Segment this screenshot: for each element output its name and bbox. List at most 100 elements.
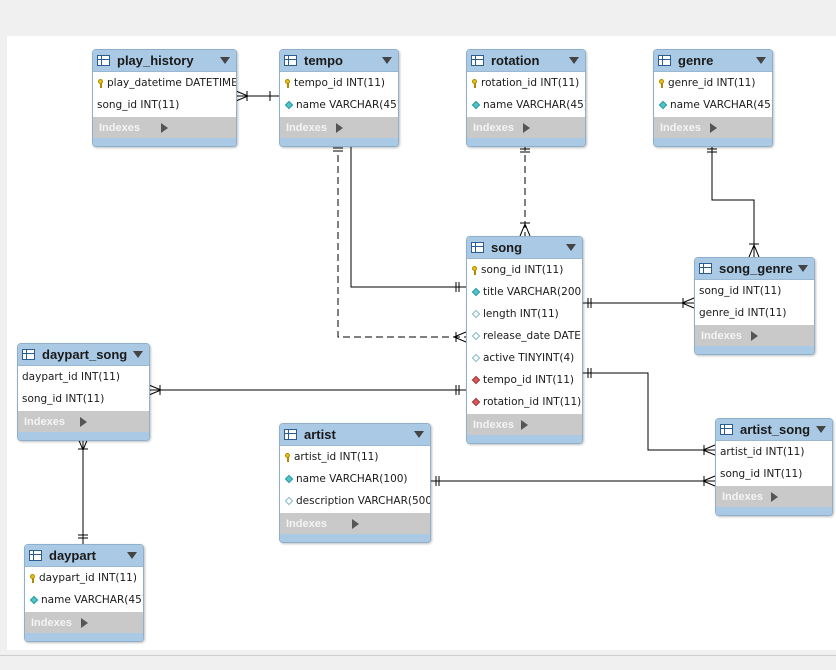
primary-key-icon bbox=[285, 453, 290, 462]
column-row[interactable]: daypart_id INT(11) bbox=[18, 366, 149, 388]
column-row[interactable]: name VARCHAR(45) bbox=[654, 94, 772, 116]
entity-title: genre bbox=[678, 53, 714, 68]
column-row[interactable]: name VARCHAR(45) bbox=[467, 94, 585, 116]
not-null-column-icon bbox=[29, 595, 39, 605]
expand-arrow-icon[interactable] bbox=[80, 617, 138, 628]
expand-arrow-icon[interactable] bbox=[351, 518, 425, 529]
entity-header[interactable]: artist_song bbox=[716, 419, 832, 441]
column-row[interactable]: length INT(11) bbox=[467, 303, 582, 325]
indexes-label: Indexes bbox=[660, 121, 701, 134]
nullable-column-icon bbox=[471, 309, 481, 319]
expand-arrow-icon[interactable] bbox=[751, 330, 808, 341]
column-row[interactable]: genre_id INT(11) bbox=[654, 72, 772, 94]
indexes-section[interactable]: Indexes bbox=[467, 116, 585, 138]
entity-tempo[interactable]: tempo tempo_id INT(11) name VARCHAR(45) Ind… bbox=[279, 49, 399, 147]
column-row[interactable]: song_id INT(11) bbox=[93, 94, 236, 116]
entity-title: artist bbox=[304, 427, 336, 442]
column-row[interactable]: tempo_id INT(11) bbox=[467, 369, 582, 391]
indexes-section[interactable]: Indexes bbox=[695, 324, 814, 346]
entity-header[interactable]: artist bbox=[280, 424, 430, 446]
expand-arrow-icon[interactable] bbox=[521, 419, 576, 430]
collapse-caret-icon[interactable] bbox=[127, 552, 137, 559]
column-row[interactable]: release_date DATE bbox=[467, 325, 582, 347]
entity-header[interactable]: genre bbox=[654, 50, 772, 72]
entity-header[interactable]: tempo bbox=[280, 50, 398, 72]
entity-artist[interactable]: artist artist_id INT(11) name VARCHAR(100)… bbox=[279, 423, 431, 543]
entity-footer bbox=[716, 507, 832, 515]
primary-key-icon bbox=[98, 79, 103, 88]
column-row[interactable]: daypart_id INT(11) bbox=[25, 567, 143, 589]
column-row[interactable]: song_id INT(11) bbox=[695, 280, 814, 302]
indexes-label: Indexes bbox=[31, 616, 72, 629]
column-row[interactable]: rotation_id INT(11) bbox=[467, 391, 582, 413]
entity-daypart[interactable]: daypart daypart_id INT(11) name VARCHAR(45… bbox=[24, 544, 144, 642]
collapse-caret-icon[interactable] bbox=[382, 57, 392, 64]
expand-arrow-icon[interactable] bbox=[80, 416, 143, 427]
column-row[interactable]: song_id INT(11) bbox=[467, 259, 582, 281]
expand-arrow-icon[interactable] bbox=[770, 491, 827, 502]
column-row[interactable]: play_datetime DATETIME bbox=[93, 72, 236, 94]
column-row[interactable]: song_id INT(11) bbox=[18, 388, 149, 410]
column-row[interactable]: title VARCHAR(200) bbox=[467, 281, 582, 303]
collapse-caret-icon[interactable] bbox=[414, 431, 424, 438]
expand-arrow-icon[interactable] bbox=[161, 122, 230, 133]
column-label: name VARCHAR(100) bbox=[296, 473, 408, 485]
column-row[interactable]: artist_id INT(11) bbox=[280, 446, 430, 468]
column-label: name VARCHAR(45) bbox=[296, 99, 399, 111]
column-row[interactable]: artist_id INT(11) bbox=[716, 441, 832, 463]
entity-title: tempo bbox=[304, 53, 343, 68]
entity-title: rotation bbox=[491, 53, 540, 68]
entity-header[interactable]: daypart bbox=[25, 545, 143, 567]
collapse-caret-icon[interactable] bbox=[569, 57, 579, 64]
collapse-caret-icon[interactable] bbox=[566, 244, 576, 251]
indexes-label: Indexes bbox=[473, 418, 514, 431]
collapse-caret-icon[interactable] bbox=[798, 265, 808, 272]
not-null-column-icon bbox=[284, 100, 294, 110]
column-row[interactable]: rotation_id INT(11) bbox=[467, 72, 585, 94]
entity-header[interactable]: rotation bbox=[467, 50, 585, 72]
column-row[interactable]: name VARCHAR(45) bbox=[280, 94, 398, 116]
indexes-section[interactable]: Indexes bbox=[18, 410, 149, 432]
collapse-caret-icon[interactable] bbox=[756, 57, 766, 64]
status-bar bbox=[0, 650, 836, 670]
expand-arrow-icon[interactable] bbox=[335, 122, 393, 133]
indexes-section[interactable]: Indexes bbox=[467, 413, 582, 435]
indexes-section[interactable]: Indexes bbox=[93, 116, 236, 138]
collapse-caret-icon[interactable] bbox=[816, 426, 826, 433]
entity-footer bbox=[467, 138, 585, 146]
entity-header[interactable]: daypart_song bbox=[18, 344, 149, 366]
column-row[interactable]: name VARCHAR(45) bbox=[25, 589, 143, 611]
column-row[interactable]: tempo_id INT(11) bbox=[280, 72, 398, 94]
entity-header[interactable]: play_history bbox=[93, 50, 236, 72]
collapse-caret-icon[interactable] bbox=[220, 57, 230, 64]
collapse-caret-icon[interactable] bbox=[133, 351, 143, 358]
indexes-section[interactable]: Indexes bbox=[280, 512, 430, 534]
column-label: daypart_id INT(11) bbox=[39, 572, 137, 584]
entity-genre[interactable]: genre genre_id INT(11)name VARCHAR(45) Ind… bbox=[653, 49, 773, 147]
indexes-label: Indexes bbox=[286, 517, 327, 530]
entity-rotation[interactable]: rotation rotation_id INT(11)name VARCHAR(… bbox=[466, 49, 586, 147]
not-null-column-icon bbox=[284, 474, 294, 484]
entity-header[interactable]: song bbox=[467, 237, 582, 259]
column-label: tempo_id INT(11) bbox=[294, 77, 385, 89]
indexes-section[interactable]: Indexes bbox=[716, 485, 832, 507]
indexes-section[interactable]: Indexes bbox=[25, 611, 143, 633]
indexes-section[interactable]: Indexes bbox=[654, 116, 772, 138]
expand-arrow-icon[interactable] bbox=[709, 122, 767, 133]
column-label: description VARCHAR(500) bbox=[296, 495, 431, 507]
table-icon bbox=[97, 55, 110, 66]
indexes-section[interactable]: Indexes bbox=[280, 116, 398, 138]
column-row[interactable]: genre_id INT(11) bbox=[695, 302, 814, 324]
entity-header[interactable]: song_genre bbox=[695, 258, 814, 280]
column-row[interactable]: name VARCHAR(100) bbox=[280, 468, 430, 490]
expand-arrow-icon[interactable] bbox=[522, 122, 580, 133]
column-row[interactable]: active TINYINT(4) bbox=[467, 347, 582, 369]
column-label: release_date DATE bbox=[483, 330, 581, 342]
column-row[interactable]: description VARCHAR(500) bbox=[280, 490, 430, 512]
column-row[interactable]: song_id INT(11) bbox=[716, 463, 832, 485]
